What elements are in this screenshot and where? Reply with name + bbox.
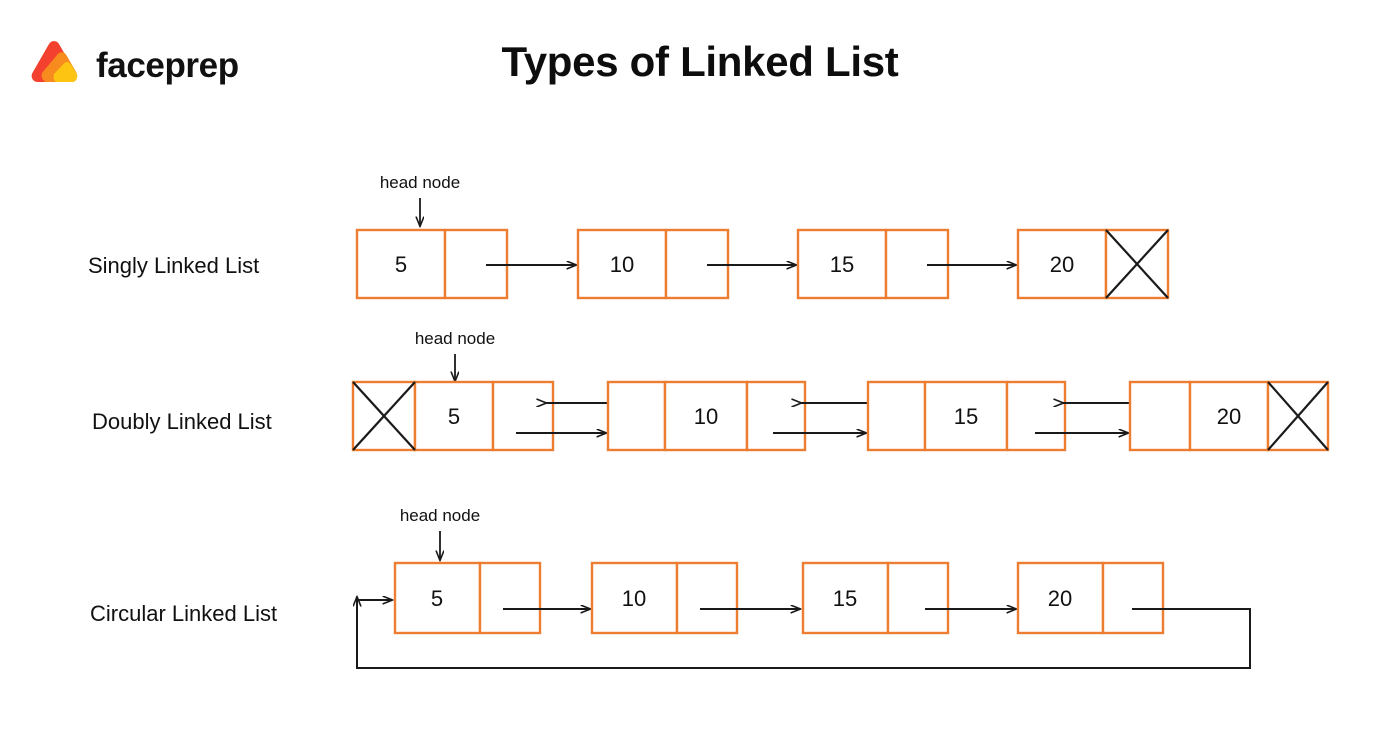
node-value: 5 bbox=[395, 252, 407, 277]
node-data-cell bbox=[355, 228, 447, 300]
brand-logo-block: faceprep bbox=[26, 38, 239, 92]
node-singly-0: 5 bbox=[355, 228, 509, 300]
row-label-doubly: Doubly Linked List bbox=[92, 409, 272, 434]
head-node-label-circular: head node bbox=[400, 506, 480, 525]
node-circular-3: 20 bbox=[1016, 561, 1165, 635]
node-next-cell bbox=[1005, 380, 1067, 452]
node-pointer-cell bbox=[675, 561, 739, 635]
node-next-cell bbox=[745, 380, 807, 452]
node-singly-1: 10 bbox=[576, 228, 730, 300]
brand-name: faceprep bbox=[96, 45, 239, 85]
node-data-cell bbox=[576, 228, 668, 300]
node-value: 10 bbox=[694, 404, 718, 429]
row-label-circular: Circular Linked List bbox=[90, 601, 277, 626]
node-value: 5 bbox=[431, 586, 443, 611]
row-singly-linked-list: Singly Linked List head node 5 10 bbox=[88, 173, 1170, 300]
node-value: 20 bbox=[1217, 404, 1241, 429]
node-data-cell bbox=[1188, 380, 1270, 452]
node-value: 5 bbox=[448, 404, 460, 429]
row-doubly-linked-list: Doubly Linked List head node 5 bbox=[92, 329, 1330, 452]
node-singly-3: 20 bbox=[1016, 228, 1170, 300]
null-pointer-icon bbox=[352, 381, 416, 451]
node-data-cell bbox=[923, 380, 1009, 452]
node-data-cell bbox=[663, 380, 749, 452]
node-value: 10 bbox=[610, 252, 634, 277]
node-data-cell bbox=[413, 380, 495, 452]
node-value: 10 bbox=[622, 586, 646, 611]
node-prev-cell bbox=[1128, 380, 1192, 452]
node-pointer-cell bbox=[478, 561, 542, 635]
node-pointer-cell bbox=[886, 561, 950, 635]
node-pointer-cell bbox=[1101, 561, 1165, 635]
node-singly-2: 15 bbox=[796, 228, 950, 300]
node-value: 15 bbox=[833, 586, 857, 611]
node-circular-1: 10 bbox=[590, 561, 739, 635]
node-data-cell bbox=[801, 561, 890, 635]
node-doubly-0: 5 bbox=[351, 380, 555, 452]
row-label-singly: Singly Linked List bbox=[88, 253, 259, 278]
page-title: Types of Linked List bbox=[501, 38, 899, 85]
row-circular-linked-list: Circular Linked List head node 5 10 bbox=[90, 506, 1251, 669]
node-doubly-1: 10 bbox=[606, 380, 807, 452]
node-data-cell bbox=[1016, 561, 1105, 635]
node-value: 20 bbox=[1048, 586, 1072, 611]
faceprep-logo-icon bbox=[26, 38, 82, 92]
node-data-cell bbox=[1016, 228, 1108, 300]
node-prev-cell bbox=[866, 380, 927, 452]
node-doubly-3: 20 bbox=[1128, 380, 1330, 452]
node-circular-2: 15 bbox=[801, 561, 950, 635]
node-data-cell bbox=[590, 561, 679, 635]
null-pointer-icon bbox=[1105, 229, 1169, 299]
head-node-label-doubly: head node bbox=[415, 329, 495, 348]
node-circular-0: 5 bbox=[393, 561, 542, 635]
circular-loopback-arrow bbox=[357, 597, 1251, 669]
node-value: 15 bbox=[830, 252, 854, 277]
head-node-label-singly: head node bbox=[380, 173, 460, 192]
node-value: 20 bbox=[1050, 252, 1074, 277]
node-prev-cell bbox=[606, 380, 667, 452]
node-doubly-2: 15 bbox=[866, 380, 1067, 452]
node-next-cell bbox=[491, 380, 555, 452]
null-pointer-icon bbox=[1267, 381, 1329, 451]
node-value: 15 bbox=[954, 404, 978, 429]
